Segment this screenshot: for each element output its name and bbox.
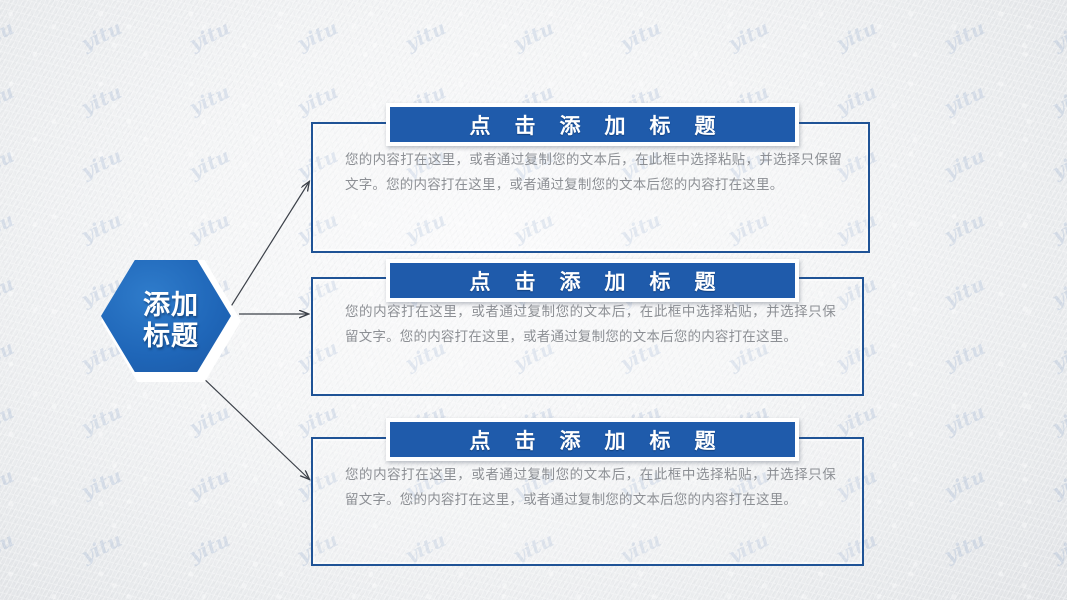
watermark-text: yitu	[903, 560, 1028, 600]
center-node[interactable]: 添加 标题	[101, 260, 241, 382]
watermark-text: yitu	[941, 144, 990, 184]
center-node-label: 添加 标题	[101, 260, 241, 382]
watermark-text: yitu	[255, 0, 380, 24]
watermark-text: yitu	[1049, 464, 1067, 504]
watermark-text: yitu	[1011, 560, 1067, 600]
watermark-text: yitu	[77, 528, 126, 568]
watermark-text: yitu	[39, 0, 164, 24]
watermark-text: yitu	[795, 0, 920, 24]
watermark-text: yitu	[185, 144, 234, 184]
watermark-text: yitu	[1011, 0, 1067, 24]
watermark-text: yitu	[0, 336, 18, 376]
section-title-bar-1[interactable]: 点击添加标题	[386, 103, 799, 146]
center-node-label-line2: 标题	[143, 321, 199, 352]
watermark-text: yitu	[1049, 272, 1067, 312]
watermark-text: yitu	[903, 0, 1028, 24]
watermark-text: yitu	[0, 208, 18, 248]
watermark-text: yitu	[0, 16, 18, 56]
watermark-text: yitu	[185, 16, 234, 56]
watermark-text: yitu	[0, 0, 56, 24]
watermark-text: yitu	[0, 528, 18, 568]
watermark-text: yitu	[0, 144, 18, 184]
watermark-text: yitu	[293, 16, 342, 56]
section-title-text-1: 点击添加标题	[469, 113, 740, 138]
watermark-text: yitu	[1049, 336, 1067, 376]
watermark-text: yitu	[725, 16, 774, 56]
watermark-text: yitu	[77, 16, 126, 56]
section-title-bar-2[interactable]: 点击添加标题	[386, 259, 799, 302]
watermark-text: yitu	[941, 80, 990, 120]
watermark-text: yitu	[77, 144, 126, 184]
watermark-text: yitu	[0, 464, 18, 504]
watermark-text: yitu	[687, 0, 812, 24]
watermark-text: yitu	[39, 560, 164, 600]
watermark-text: yitu	[1049, 208, 1067, 248]
watermark-text: yitu	[0, 80, 18, 120]
watermark-text: yitu	[1049, 80, 1067, 120]
section-title-bar-3[interactable]: 点击添加标题	[386, 418, 799, 461]
watermark-text: yitu	[617, 16, 666, 56]
watermark-text: yitu	[0, 560, 56, 600]
watermark-text: yitu	[77, 80, 126, 120]
section-title-text-3: 点击添加标题	[469, 428, 740, 453]
watermark-text: yitu	[1049, 400, 1067, 440]
watermark-text: yitu	[363, 0, 488, 24]
watermark-text: yitu	[471, 0, 596, 24]
watermark-text: yitu	[941, 272, 990, 312]
watermark-text: yitu	[185, 464, 234, 504]
watermark-text: yitu	[185, 528, 234, 568]
watermark-text: yitu	[941, 528, 990, 568]
panel-body-3: 您的内容打在这里，或者通过复制您的文本后，在此框中选择粘贴，并选择只保留文字。您…	[345, 467, 836, 508]
watermark-text: yitu	[0, 272, 18, 312]
panel-body-1: 您的内容打在这里，或者通过复制您的文本后，在此框中选择粘贴，并选择只保留文字。您…	[345, 152, 842, 193]
watermark-text: yitu	[77, 464, 126, 504]
watermark-text: yitu	[941, 16, 990, 56]
watermark-text: yitu	[401, 16, 450, 56]
watermark-text: yitu	[185, 400, 234, 440]
watermark-text: yitu	[941, 464, 990, 504]
watermark-text: yitu	[147, 0, 272, 24]
watermark-text: yitu	[147, 560, 272, 600]
watermark-text: yitu	[1049, 528, 1067, 568]
watermark-text: yitu	[185, 80, 234, 120]
watermark-text: yitu	[579, 0, 704, 24]
panel-body-2: 您的内容打在这里，或者通过复制您的文本后，在此框中选择粘贴，并选择只保留文字。您…	[345, 304, 836, 345]
watermark-text: yitu	[941, 336, 990, 376]
watermark-text: yitu	[833, 16, 882, 56]
arrow-to-section-3	[199, 374, 309, 479]
watermark-text: yitu	[0, 400, 18, 440]
watermark-text: yitu	[941, 208, 990, 248]
watermark-text: yitu	[1049, 144, 1067, 184]
section-title-text-2: 点击添加标题	[469, 269, 740, 294]
watermark-text: yitu	[77, 400, 126, 440]
watermark-text: yitu	[941, 400, 990, 440]
watermark-text: yitu	[509, 16, 558, 56]
center-node-label-line1: 添加	[143, 290, 199, 321]
watermark-text: yitu	[1049, 16, 1067, 56]
